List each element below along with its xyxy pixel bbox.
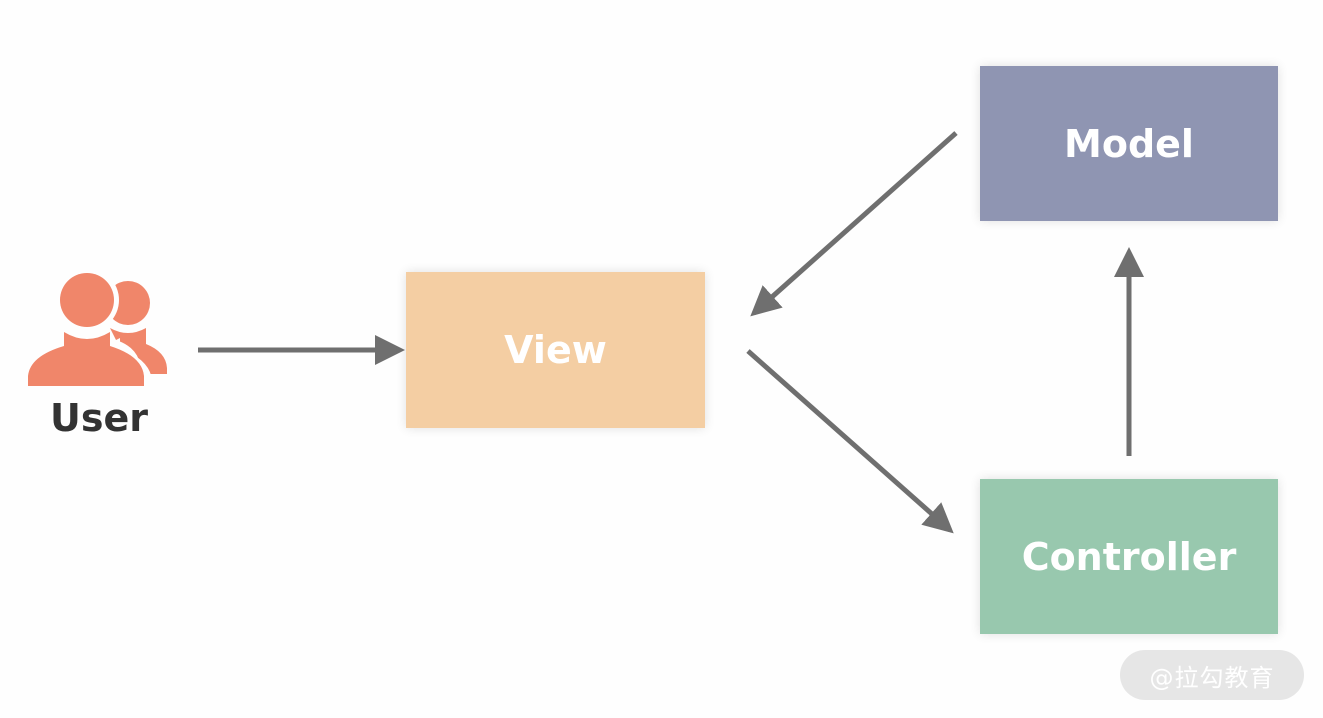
controller-label: Controller (1021, 534, 1237, 579)
view-label: View (504, 328, 607, 372)
users-icon (24, 268, 167, 388)
controller-box: Controller (980, 479, 1278, 634)
arrow-model-to-view (750, 131, 958, 317)
model-label: Model (1064, 121, 1194, 166)
arrow-view-to-controller (746, 349, 954, 534)
watermark-badge: @拉勾教育 (1120, 650, 1304, 700)
user-label: User (50, 396, 148, 440)
model-box: Model (980, 66, 1278, 221)
user-actor: User (24, 268, 174, 448)
view-box: View (406, 272, 705, 428)
